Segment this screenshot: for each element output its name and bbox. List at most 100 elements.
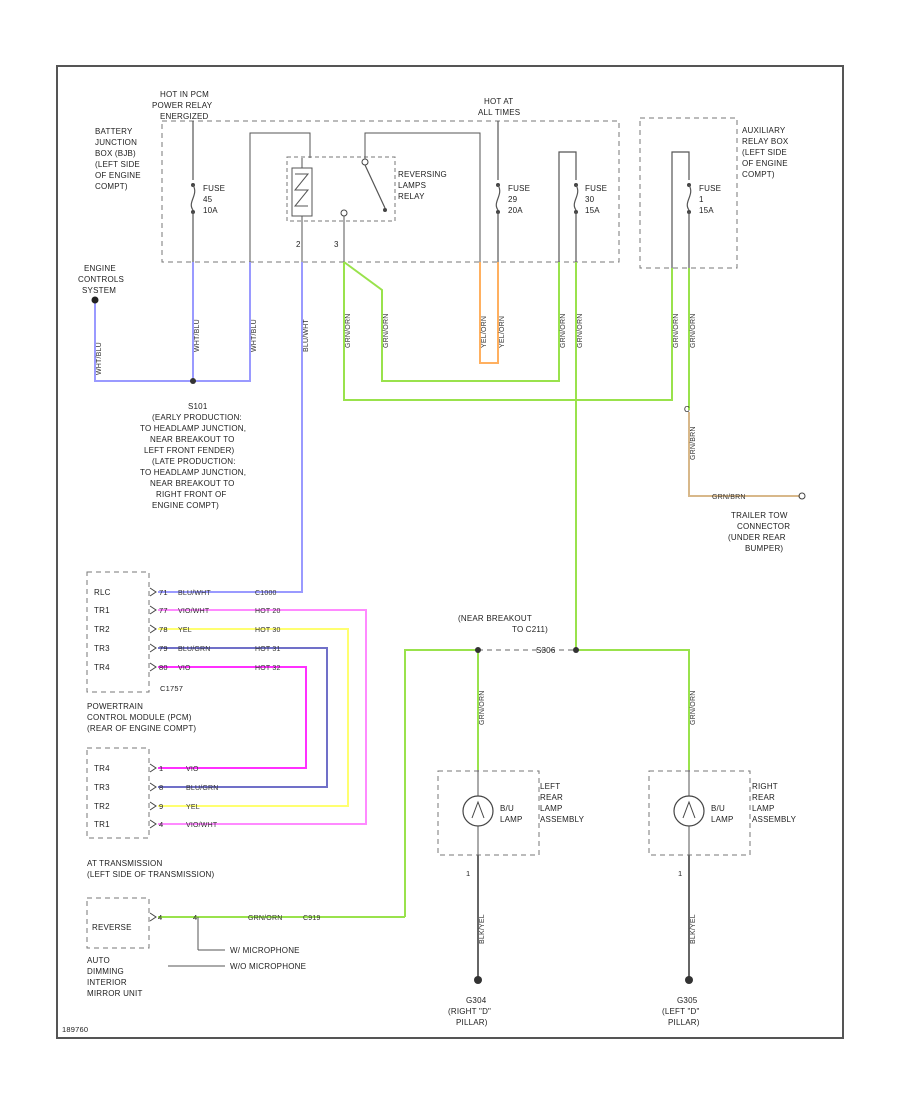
wire-label: GRN/ORN [673, 314, 680, 348]
trans-connector-box [86, 747, 150, 839]
left-bu-lamp-icon [462, 770, 494, 855]
splice-right [573, 647, 579, 653]
label-right-lamp: ASSEMBLY [752, 815, 797, 824]
label-bjb: COMPT) [95, 182, 128, 191]
label-fuse-45: 10A [203, 206, 218, 215]
wire-label: YEL/ORN [481, 316, 488, 348]
label-ecs: ENGINE [84, 264, 116, 273]
battery-junction-box [161, 120, 620, 263]
label-right-lamp: LAMP [752, 804, 775, 813]
label-ground-left: (RIGHT "D" [448, 1007, 491, 1016]
grn-orn-wires [158, 261, 690, 918]
label-rev-relay: RELAY [398, 192, 425, 201]
label-rev-relay: LAMPS [398, 181, 426, 190]
left-rear-lamp-box [437, 770, 540, 856]
pcm-trans-wires [158, 609, 367, 825]
trans-pin: TR2 [94, 802, 110, 811]
pcm-circuit: HOT 32 [255, 665, 281, 672]
label-aux: AUXILIARY [742, 126, 786, 135]
right-rear-lamp-box [648, 770, 751, 856]
label-left-lamp: REAR [540, 793, 563, 802]
label-aux: RELAY BOX [742, 137, 789, 146]
label-fuse-45: 45 [203, 195, 213, 204]
mirror-pin: REVERSE [92, 923, 132, 932]
auxiliary-relay-box [639, 117, 738, 269]
lamp-pin: 1 [678, 869, 682, 878]
label-s101: (EARLY PRODUCTION: [152, 413, 242, 422]
label-s101: NEAR BREAKOUT TO [150, 435, 235, 444]
label-bjb: OF ENGINE [95, 171, 141, 180]
label-fuse-1: FUSE [699, 184, 721, 193]
fuse-1 [671, 151, 692, 268]
reversing-lamps-relay [249, 132, 481, 262]
label-mic: W/ MICROPHONE [230, 946, 300, 955]
pcm-pin-num: 79 [159, 644, 168, 653]
wire-label: GRN/ORN [479, 691, 486, 725]
label-conn-c: C [684, 405, 690, 414]
label-hot-all: ALL TIMES [478, 108, 520, 117]
label-relay-pin: 2 [296, 240, 301, 249]
right-bu-lamp-icon [673, 770, 705, 855]
label-splice: (NEAR BREAKOUT [458, 614, 532, 623]
ecs-terminal [91, 296, 99, 304]
wire-label: BLK/YEL [690, 914, 697, 944]
label-mirror: INTERIOR [87, 978, 127, 987]
label-right-lamp: REAR [752, 793, 775, 802]
pcm-pin-num: 71 [159, 588, 168, 597]
label-pcm: (REAR OF ENGINE COMPT) [87, 724, 196, 733]
pcm-pin: TR4 [94, 663, 110, 672]
fuse-30 [558, 151, 579, 262]
trailer-terminal [798, 492, 806, 500]
label-left-lamp: ASSEMBLY [540, 815, 585, 824]
label-trailer: TRAILER TOW [731, 511, 788, 520]
label-fuse-29: 29 [508, 195, 518, 204]
pcm-circuit: HOT 20 [255, 608, 281, 615]
pcm-wire-color: BLU/WHT [178, 590, 211, 597]
microphone-options [168, 917, 225, 967]
lamp-pin: 1 [466, 869, 470, 878]
wire-label: GRN/ORN [690, 314, 697, 348]
fuse-45 [190, 121, 196, 262]
label-ecs: SYSTEM [82, 286, 116, 295]
trans-wire-color: YEL [186, 804, 200, 811]
label-bjb: (LEFT SIDE [95, 160, 140, 169]
label-fuse-30: FUSE [585, 184, 607, 193]
yel-orn-loop [479, 262, 499, 364]
pcm-pin: RLC [94, 588, 111, 597]
pcm-wire-color: VIO/WHT [178, 608, 210, 615]
label-ground-right: (LEFT "D" [662, 1007, 700, 1016]
label-rev-relay: REVERSING [398, 170, 447, 179]
label-splice: S306 [536, 646, 556, 655]
trans-pin: TR3 [94, 783, 110, 792]
trans-wire-color: VIO [186, 766, 199, 773]
pcm-wire-color: VIO [178, 665, 191, 672]
pcm-pin: TR2 [94, 625, 110, 634]
label-hot-all: HOT AT [484, 97, 513, 106]
label-bjb: BATTERY [95, 127, 133, 136]
label-s101: NEAR BREAKOUT TO [150, 479, 235, 488]
wire-label: YEL/ORN [499, 316, 506, 348]
trans-wire-color: VIO/WHT [186, 822, 218, 829]
trans-pin: TR1 [94, 820, 110, 829]
trans-pin-num: 4 [159, 820, 163, 829]
wire-label: GRN/ORN [577, 314, 584, 348]
label-ground-left: PILLAR) [456, 1018, 488, 1027]
pcm-pin: TR3 [94, 644, 110, 653]
label-s101: (LATE PRODUCTION: [152, 457, 236, 466]
pcm-connector-box [86, 571, 150, 693]
label-s101: S101 [188, 402, 208, 411]
label-trailer: (UNDER REAR [728, 533, 786, 542]
blu-wht-wire [158, 262, 303, 593]
trans-pin-num: 1 [159, 764, 163, 773]
label-hot-in-pcm: ENERGIZED [160, 112, 208, 121]
label-hot-in-pcm: HOT IN PCM [160, 90, 209, 99]
label-trans: (LEFT SIDE OF TRANSMISSION) [87, 870, 214, 879]
label-s101: TO HEADLAMP JUNCTION, [140, 468, 246, 477]
label-s101: RIGHT FRONT OF [156, 490, 227, 499]
label-hot-in-pcm: POWER RELAY [152, 101, 213, 110]
label-fuse-29: 20A [508, 206, 523, 215]
pcm-circuit: C1000 [255, 590, 277, 597]
label-trailer: CONNECTOR [737, 522, 790, 531]
label-left-lamp: LAMP [540, 804, 563, 813]
ground-symbols [474, 976, 693, 984]
